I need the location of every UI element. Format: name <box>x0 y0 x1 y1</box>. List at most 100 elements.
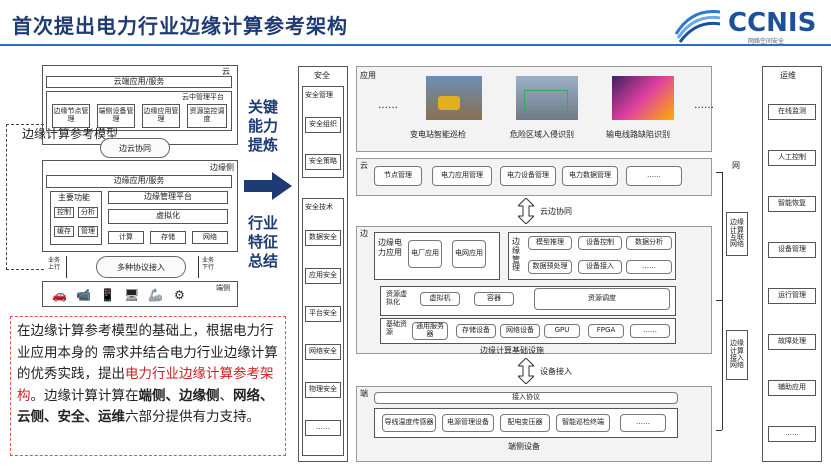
cloud-platform-label: 云中管理平台 <box>182 93 224 101</box>
ops-title: 运维 <box>780 71 796 80</box>
ops-item: …… <box>768 426 816 442</box>
desc-highlight: 电力行业边缘计算参考架构 <box>17 366 274 404</box>
ops-item: 辅助应用 <box>768 380 816 396</box>
app-title: 应用 <box>360 71 376 80</box>
base-res-item: 通用服务器 <box>412 322 448 340</box>
desc-part: 。边缘计算计算在 <box>30 387 139 404</box>
cloud-app-box: 云端应用/服务 <box>46 76 232 88</box>
network-connector <box>716 430 722 431</box>
device-item: 导线温度传感器 <box>382 414 436 432</box>
security-tech-item: 应用安全 <box>305 268 341 284</box>
description-text: 在边缘计算参考模型的基础上，根据电力行业应用本身的 需求并结合电力行业边缘计算的… <box>10 316 286 456</box>
ops-item: 运行管理 <box>768 288 816 304</box>
resource-box: 计算 <box>108 231 144 244</box>
edge-mgmt-item: …… <box>626 260 672 274</box>
base-res-item: 网络设备 <box>500 324 540 338</box>
phone-icon: 📱 <box>100 288 115 302</box>
network-bracket <box>722 172 723 430</box>
device-item: 智能巡检终端 <box>556 414 610 432</box>
sensor-icon: ⚙ <box>174 288 185 302</box>
camera-icon: 📹 <box>76 288 91 302</box>
network-bottom-box: 边缘计算接入网络 <box>726 330 748 380</box>
res-virt-label: 资源虚拟化 <box>386 290 407 307</box>
func-item: 管理 <box>78 226 98 237</box>
func-item: 分析 <box>78 207 98 218</box>
cloud-edge-bubble: 边云协同 <box>100 138 170 158</box>
desc-part: 、 <box>219 387 234 404</box>
edge-mgmt-item: 设备控制 <box>578 236 622 250</box>
cloud-item-r: …… <box>626 166 682 186</box>
monitor-icon: 🖥 <box>124 288 140 302</box>
edge-app-label: 边缘电力应用 <box>378 238 402 257</box>
edge-label: 边缘侧 <box>210 163 234 172</box>
security-mgmt-item: 安全策略 <box>305 154 341 170</box>
device-layer <box>42 281 238 307</box>
ops-item: 人工控制 <box>768 150 816 166</box>
security-tech-item: 物理安全 <box>305 382 341 398</box>
func-item: 缓存 <box>54 226 74 237</box>
ref-model-label: 边缘计算参考模型 <box>22 127 119 141</box>
cloud-edge-label-r: 云边协同 <box>540 207 572 216</box>
down-arrow <box>198 256 199 278</box>
right-arrow-icon <box>244 172 292 200</box>
device-label: 端侧 <box>216 284 230 292</box>
substation-inspection-image <box>426 76 482 120</box>
security-mgmt-item: 安全组织 <box>305 117 341 133</box>
app-item: 输电线路缺陷识别 <box>606 130 670 139</box>
app-dots-left: …… <box>378 100 398 111</box>
security-tech-item: …… <box>305 420 341 436</box>
car-icon: 🚗 <box>52 288 67 302</box>
up-arrow <box>66 256 67 278</box>
device-item: 电源管理设备 <box>442 414 494 432</box>
ops-item: 设备管理 <box>768 242 816 258</box>
robot-arm-icon: 🦾 <box>148 288 163 302</box>
edge-mgmt-item: 数据分析 <box>626 236 672 250</box>
key-capability-caption: 关键能力提炼 <box>247 98 278 154</box>
edge-app-item: 电厂应用 <box>408 240 442 268</box>
base-res-item: FPGA <box>588 324 624 338</box>
industry-feature-caption: 行业特征总结 <box>247 214 278 270</box>
vm-box: 虚拟机 <box>420 292 460 306</box>
desc-bold: 网络、云侧、安全、运维 <box>17 387 274 426</box>
cloud-item-r: 电力数据管理 <box>562 166 618 186</box>
cloud-item-r: 节点管理 <box>374 166 422 186</box>
ops-column <box>762 66 822 462</box>
res-sched-box: 资源调度 <box>534 288 670 310</box>
security-tech-item: 数据安全 <box>305 230 341 246</box>
ref-model-bracket <box>6 124 44 270</box>
cloud-item-r: 电力设备管理 <box>500 166 556 186</box>
cloud-item: 边缘节点管理 <box>52 104 90 128</box>
resource-box: 存储 <box>150 231 186 244</box>
protocol-box: 接入协议 <box>374 392 678 404</box>
virtualization-box: 虚拟化 <box>108 209 228 224</box>
main-func-label: 主要功能 <box>58 193 90 202</box>
cloud-item: 边缘应用管理 <box>142 104 180 128</box>
app-item: 变电站智能巡检 <box>410 130 466 139</box>
cloud-title: 云 <box>360 161 368 170</box>
desc-bold: 端侧、边缘侧 <box>138 387 220 404</box>
edge-title: 边 <box>360 229 368 238</box>
danger-zone-image <box>516 76 578 120</box>
multi-protocol-bubble: 多种协议接入 <box>96 256 186 278</box>
page-title: 首次提出电力行业边缘计算参考架构 <box>12 14 348 38</box>
base-res-item: 存储设备 <box>456 324 496 338</box>
device-footer: 端侧设备 <box>508 442 540 451</box>
device-item: …… <box>620 414 666 432</box>
edge-app-box: 边缘应用/服务 <box>46 175 232 188</box>
desc-part: 六部分提供有力支持。 <box>125 409 260 426</box>
security-tech-label: 安全技术 <box>305 203 333 211</box>
ops-item: 在线监测 <box>768 104 816 120</box>
network-connector <box>716 300 722 301</box>
updown-arrow-icon <box>518 198 534 224</box>
resource-box: 网络 <box>192 231 228 244</box>
network-connector <box>716 172 722 173</box>
edge-mgmt-label: 边缘管理 <box>512 237 520 273</box>
title-rule <box>0 44 831 46</box>
security-title: 安全 <box>314 71 330 80</box>
ops-item: 智能恢复 <box>768 196 816 212</box>
network-title: 网 <box>732 161 740 170</box>
security-tech-item: 网络安全 <box>305 344 341 360</box>
device-title: 端 <box>360 389 368 398</box>
app-item: 危险区域入侵识别 <box>510 130 574 139</box>
cloud-item: 端侧设备管理 <box>97 104 135 128</box>
